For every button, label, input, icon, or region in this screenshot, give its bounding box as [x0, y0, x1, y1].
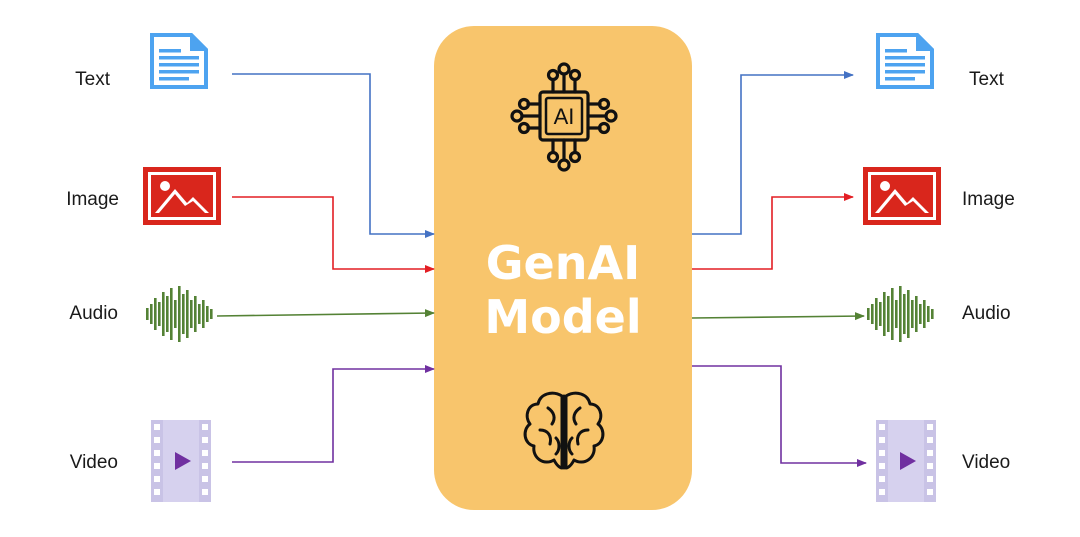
output-label-image: Image — [962, 189, 1015, 210]
input-video-arrow — [232, 365, 435, 463]
brain-icon — [523, 391, 605, 470]
input-label-audio: Audio — [69, 303, 118, 324]
input-text-arrow — [232, 73, 435, 238]
output-image-arrow — [692, 193, 854, 270]
output-document-icon — [876, 33, 934, 89]
output-audio-waveform-icon — [867, 286, 934, 342]
ai-chip-icon — [510, 62, 618, 172]
input-video-film-icon — [151, 420, 211, 502]
input-audio-waveform-icon — [146, 286, 213, 342]
model-title: GenAI Model — [434, 236, 692, 344]
input-label-video: Video — [69, 452, 118, 473]
output-label-text: Text — [969, 69, 1004, 90]
input-label-text: Text — [75, 69, 110, 90]
output-text-arrow — [692, 71, 854, 235]
ai-chip-text: AI — [554, 104, 575, 129]
output-label-video: Video — [962, 452, 1011, 473]
output-video-arrow — [692, 365, 867, 467]
genai-model-box: GenAI Model — [434, 26, 692, 510]
input-image-icon — [143, 167, 221, 225]
output-label-audio: Audio — [962, 303, 1011, 324]
model-title-line2: Model — [484, 290, 642, 344]
input-label-image: Image — [66, 189, 119, 210]
input-audio-arrow — [216, 309, 435, 318]
model-title-line1: GenAI — [485, 236, 641, 290]
input-document-icon — [150, 33, 208, 89]
output-image-icon — [863, 167, 941, 225]
output-video-film-icon — [876, 420, 936, 502]
output-audio-arrow — [691, 312, 865, 321]
input-image-arrow — [232, 196, 435, 273]
